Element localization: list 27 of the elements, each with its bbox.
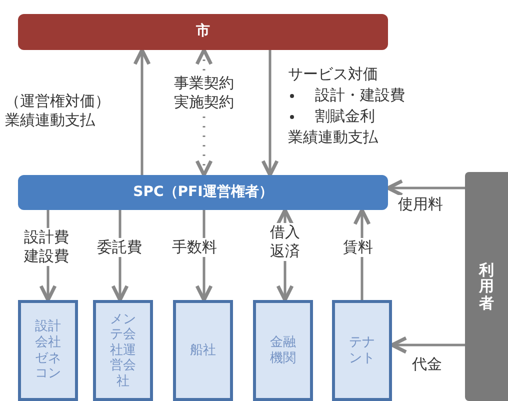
party-box bbox=[93, 300, 153, 401]
node-label: 市 bbox=[196, 24, 210, 40]
node-label: テナント bbox=[349, 334, 375, 366]
node-label: 利用者 bbox=[479, 262, 494, 312]
arrow bbox=[390, 336, 465, 354]
note-text: 業績連動支払 bbox=[288, 128, 378, 147]
node-label: メンテ会社運営会社 bbox=[110, 312, 136, 390]
arrow bbox=[261, 50, 279, 177]
note-text: 割賦金利 bbox=[315, 107, 375, 126]
node-label: 船社 bbox=[190, 342, 216, 358]
edge-label: 借入返済 bbox=[270, 223, 300, 260]
note-text: サービス対価 bbox=[288, 65, 378, 84]
note-text: 設計・建設費 bbox=[315, 86, 405, 105]
edge-label: 事業契約実施契約 bbox=[174, 74, 234, 112]
party-box bbox=[253, 300, 313, 401]
city-box bbox=[18, 14, 388, 50]
edge-label: 設計費建設費 bbox=[24, 228, 69, 266]
node-label: 金融機関 bbox=[270, 334, 296, 366]
arrow bbox=[386, 179, 465, 197]
party-box bbox=[173, 300, 233, 401]
user-box bbox=[465, 172, 508, 401]
party-box bbox=[332, 300, 392, 401]
arrow bbox=[133, 48, 151, 175]
node-label: SPC（PFI運営権者） bbox=[133, 184, 273, 200]
node-label: 設計会社ゼネコン bbox=[35, 319, 61, 382]
spc-box bbox=[18, 175, 388, 210]
party-box bbox=[18, 300, 78, 401]
